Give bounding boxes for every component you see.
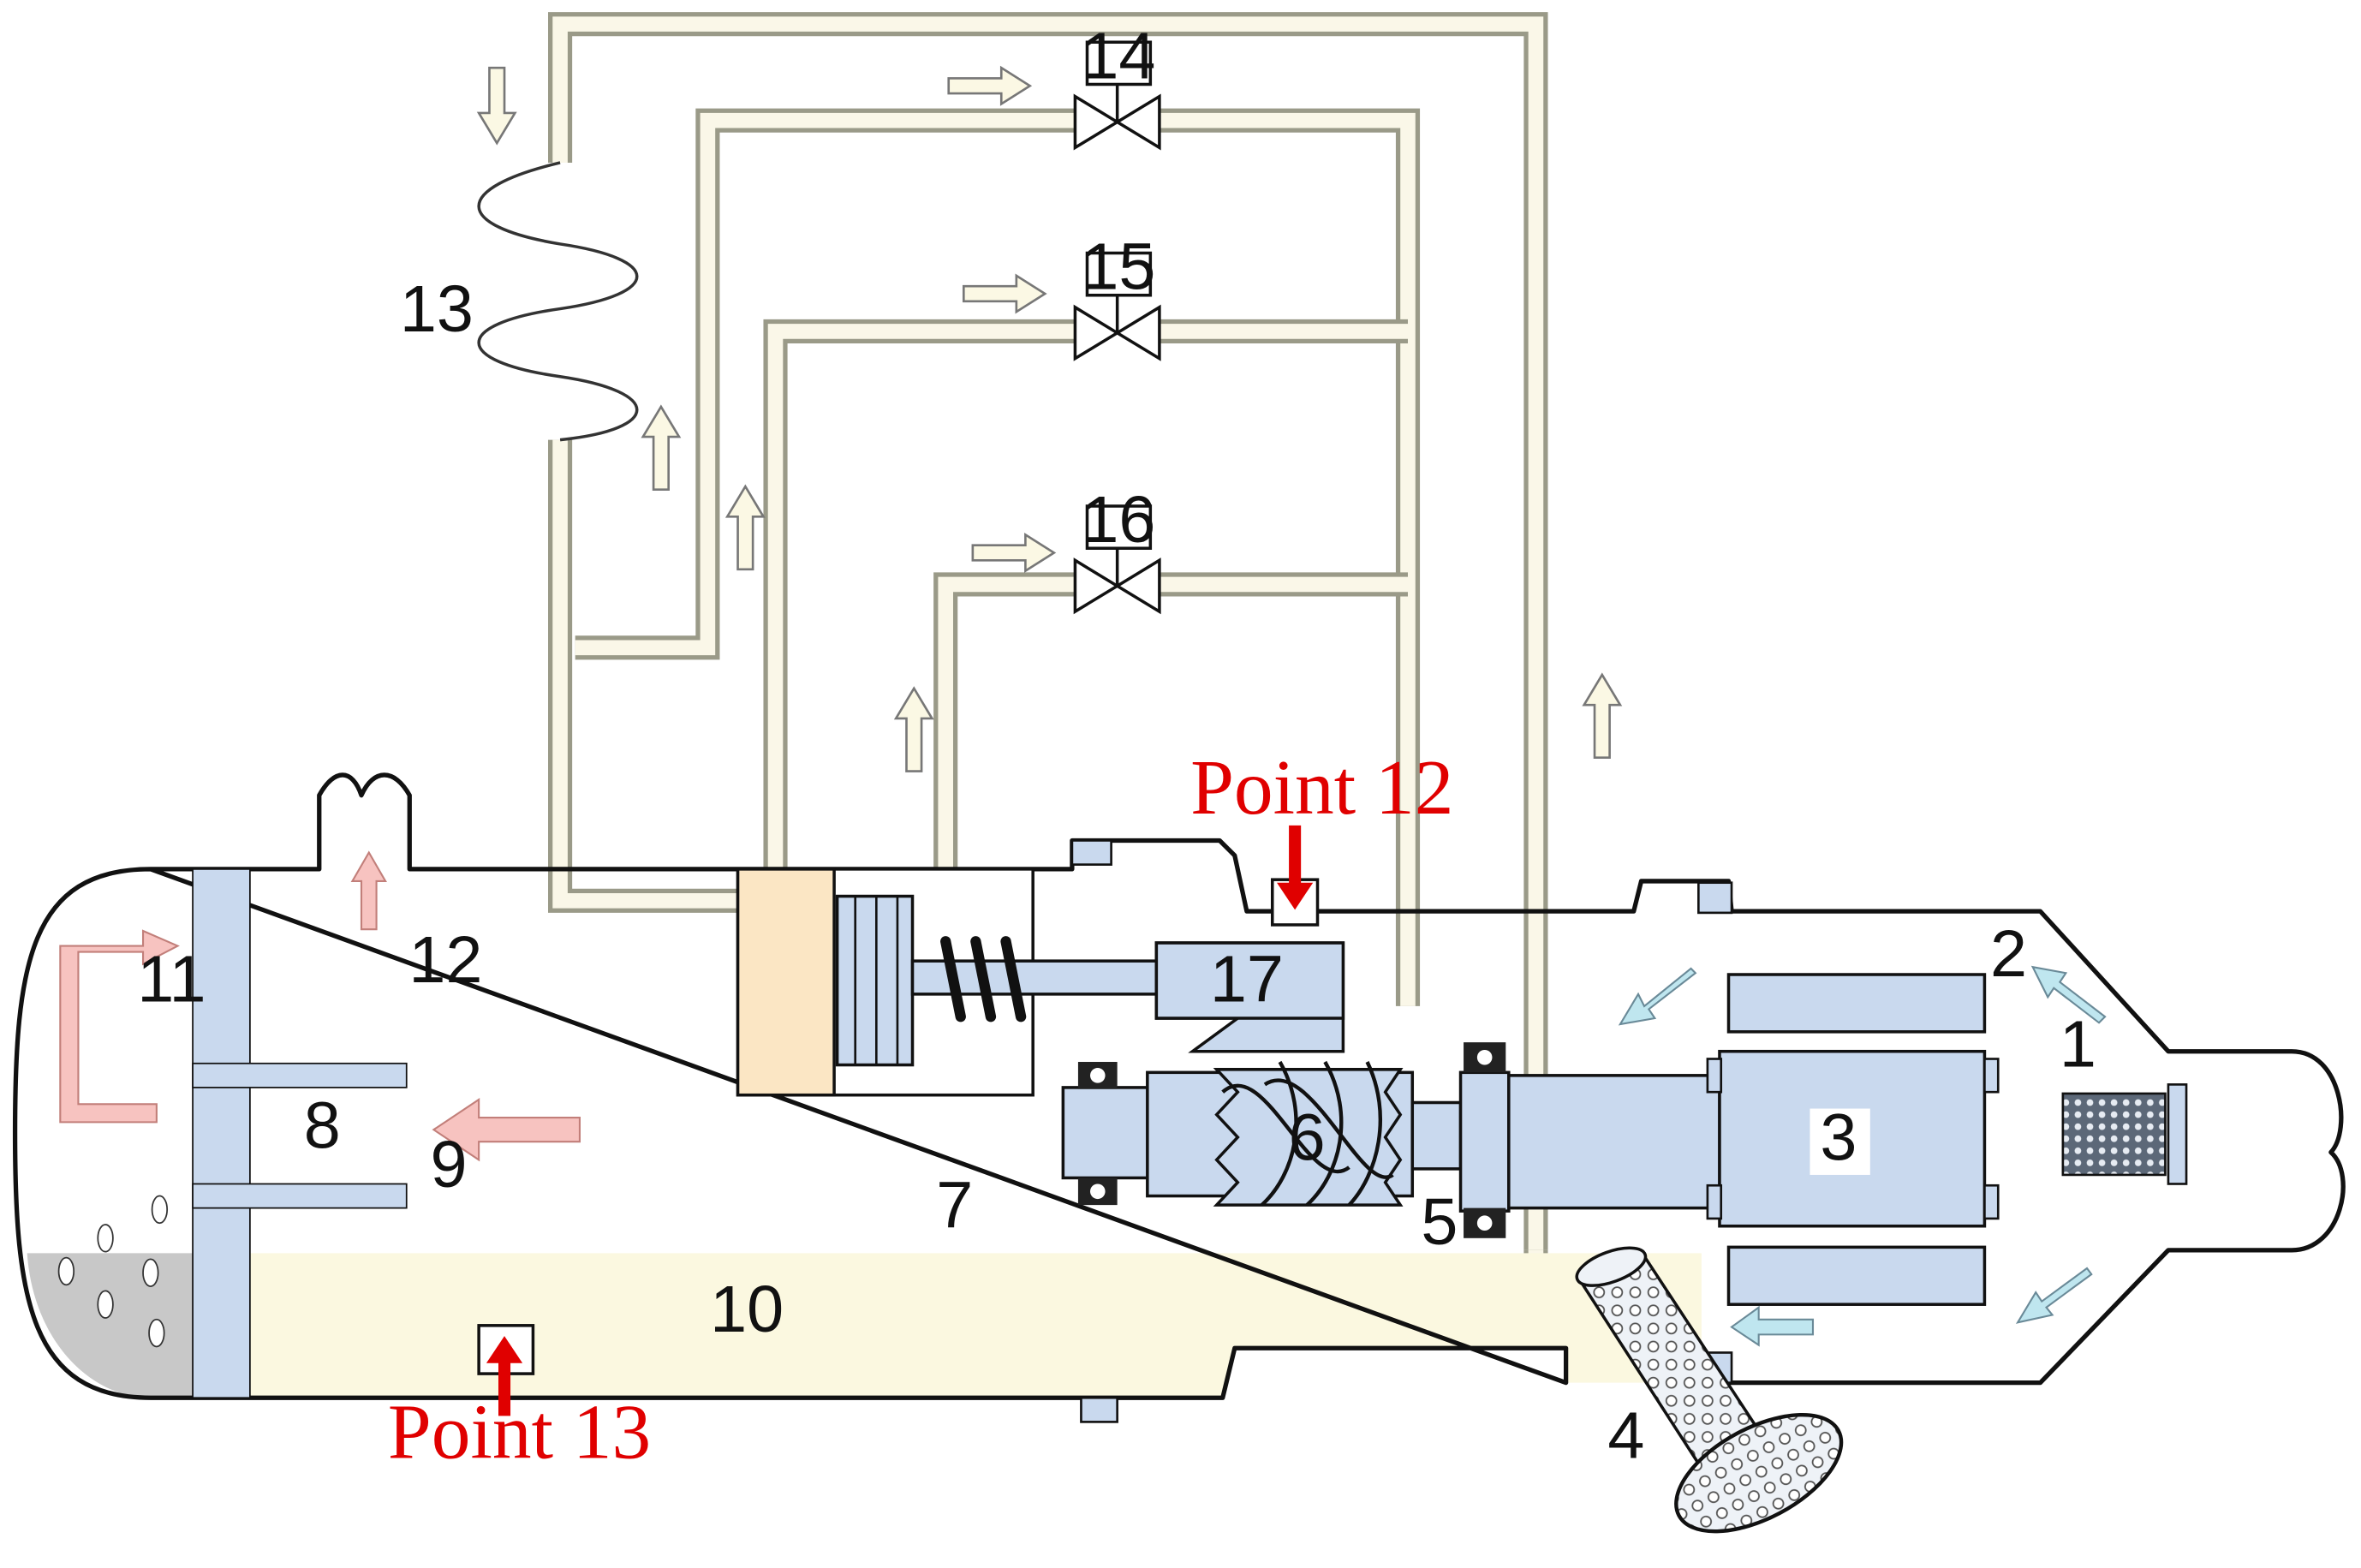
label-2: 2 [1990, 917, 2027, 991]
piston [835, 894, 915, 1067]
label-11: 11 [137, 943, 206, 1017]
arrow-icon [1730, 1305, 1815, 1347]
oil-sump [27, 1253, 194, 1398]
point-12-label: Point 12 [1190, 744, 1453, 831]
label-7: 7 [936, 1168, 973, 1242]
screw-helix [1221, 1060, 1394, 1207]
arrow-icon [893, 686, 934, 772]
flow-arrows-hot [59, 850, 581, 1162]
point-12-marker[interactable]: Point 12 [1190, 744, 1453, 927]
flow-arrows-gas [476, 65, 1623, 772]
valve-label-14: 14 [1082, 19, 1155, 92]
label-3: 3 [1820, 1100, 1857, 1174]
compressor-shell [12, 772, 2346, 1400]
mount-tab [1070, 839, 1112, 866]
label-5: 5 [1421, 1185, 1458, 1259]
arrow-icon [962, 273, 1047, 314]
duct-plate-upper [192, 1062, 408, 1088]
label-13: 13 [400, 272, 474, 346]
valve-14[interactable]: 14 [1073, 19, 1161, 151]
motor-shaft [1507, 1074, 1721, 1210]
duct-plate-lower [192, 1183, 408, 1209]
valve-label-16: 16 [1082, 483, 1155, 557]
spring-icon [940, 936, 1027, 1022]
valve-16[interactable]: 16 [1073, 483, 1161, 615]
slide-valve-block [736, 867, 836, 1097]
motor-stator-top [1726, 973, 1987, 1034]
arrow-icon [1618, 967, 1697, 1026]
point-13-label: Point 13 [388, 1389, 651, 1476]
label-1: 1 [2060, 1007, 2096, 1081]
point-13-marker[interactable]: Point 13 [388, 1324, 651, 1476]
arrow-icon [971, 533, 1057, 574]
arrow-icon [641, 404, 682, 491]
motor-stator-bottom [1726, 1245, 1987, 1306]
arrow-icon [486, 1336, 523, 1416]
label-8: 8 [304, 1088, 341, 1162]
arrow-icon [947, 65, 1033, 106]
mount-tab [1080, 1396, 1118, 1423]
arrow-icon [2030, 965, 2107, 1024]
oil-droplets [57, 1195, 169, 1348]
label-6: 6 [1289, 1100, 1326, 1174]
valve-15[interactable]: 15 [1073, 230, 1161, 361]
part-labels: 1 2 3 4 5 6 7 8 9 10 11 12 13 [137, 272, 2096, 1473]
shaft [1410, 1100, 1463, 1171]
label-4: 4 [1607, 1399, 1644, 1473]
label-10: 10 [710, 1273, 784, 1346]
label-9: 9 [430, 1128, 467, 1201]
valve-label-15: 15 [1082, 230, 1155, 304]
flow-arrows-cold [1618, 965, 2107, 1347]
screw-rotor-6 [1213, 1068, 1404, 1207]
label-12: 12 [408, 923, 482, 997]
separator-plate [192, 867, 251, 1399]
arrow-icon [1277, 825, 1314, 910]
arrow-icon [476, 66, 517, 146]
arrow-icon [724, 484, 766, 571]
arrow-icon [432, 1098, 581, 1162]
motor-rotor-3 [1718, 1049, 1987, 1228]
arrow-icon [1582, 672, 1623, 760]
arrow-icon [59, 929, 180, 1124]
heater-coil-icon [477, 161, 639, 442]
oil-strainer-icon [1575, 1246, 1844, 1534]
arrow-icon [2015, 1267, 2093, 1324]
suction-filter-icon [2061, 1092, 2167, 1177]
bearing-housing-left [1061, 1086, 1153, 1180]
mount-tab [1697, 881, 1733, 915]
oil-reservoir [248, 1253, 1702, 1398]
bearing-housing-right [1458, 1070, 1511, 1213]
label-17: 17 [1210, 943, 1284, 1017]
arrow-icon [350, 850, 387, 931]
